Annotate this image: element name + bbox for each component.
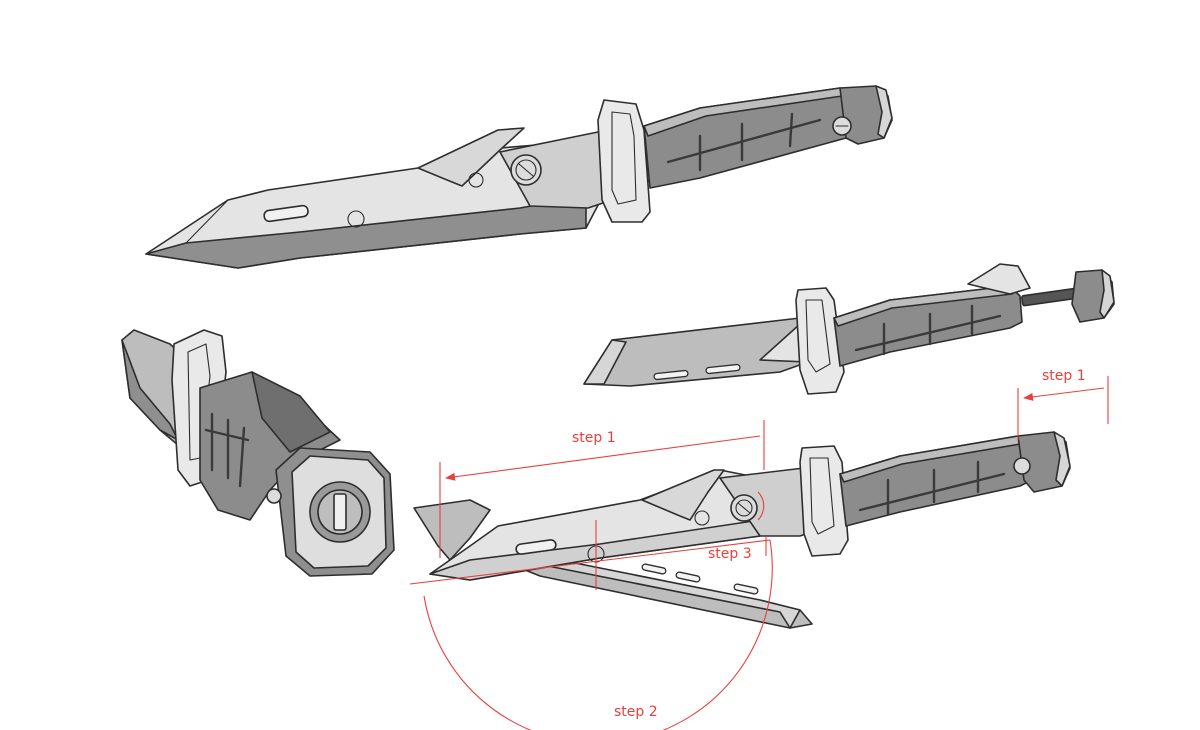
blade-tip-bevel	[185, 199, 229, 244]
blade-hole	[468, 172, 484, 188]
pommel-bottom-cap	[1053, 431, 1071, 487]
blade-bottom-clip	[641, 469, 725, 521]
step2-label: step 2	[614, 704, 658, 720]
grip-grooves-left	[204, 412, 250, 488]
annotations	[409, 376, 1109, 730]
blade-slot	[263, 204, 309, 223]
blade-spine-clip	[417, 127, 525, 187]
blade-edge-top	[145, 195, 587, 269]
sheath-open-slots	[641, 563, 759, 595]
sheath-tip-detached	[413, 499, 491, 561]
extension-rod	[1021, 287, 1079, 307]
step3-label: step 3	[708, 546, 752, 562]
blade-bottom-hole	[694, 510, 710, 526]
screw-bottom-icon	[730, 494, 758, 522]
step2-arc	[423, 539, 773, 730]
step1-right-arrow	[1023, 387, 1105, 401]
knife-perspective-left	[121, 329, 395, 577]
pommel-slot	[333, 493, 347, 531]
guard-right	[795, 287, 845, 395]
grip-grooves-bottom	[858, 460, 1006, 516]
screw-icon	[510, 154, 542, 186]
step2-axis	[409, 539, 771, 585]
blade-dimple	[347, 210, 365, 228]
pommel-right-cap	[1099, 269, 1115, 319]
pommel-cap	[875, 85, 893, 139]
extension-arm	[967, 263, 1031, 295]
pommel-left-bolt	[266, 488, 282, 504]
handle-left-dark	[251, 371, 331, 453]
guard-bottom	[799, 445, 849, 557]
step1-left-arrow	[445, 435, 761, 481]
bolt-icon	[832, 116, 852, 136]
knife-sheath-right	[583, 263, 1115, 395]
grip-grooves-right	[854, 304, 1002, 356]
guard-top	[597, 99, 651, 223]
guard-bottom-inner	[809, 457, 835, 535]
grip-grooves-top	[666, 112, 822, 172]
bolt-bottom-icon	[1013, 457, 1031, 475]
guard-inner	[611, 111, 637, 205]
step1-right-label: step 1	[1042, 368, 1086, 384]
blade-bottom-slot	[515, 539, 557, 555]
knife-assembled-top	[145, 85, 893, 269]
step3-arc	[757, 491, 765, 521]
guard-right-inner	[805, 299, 831, 373]
knife-exploded-bottom	[413, 431, 1071, 629]
sheath-sleeve-top	[583, 339, 627, 385]
step1-left-label: step 1	[572, 430, 616, 446]
sheath-slots	[653, 363, 741, 381]
